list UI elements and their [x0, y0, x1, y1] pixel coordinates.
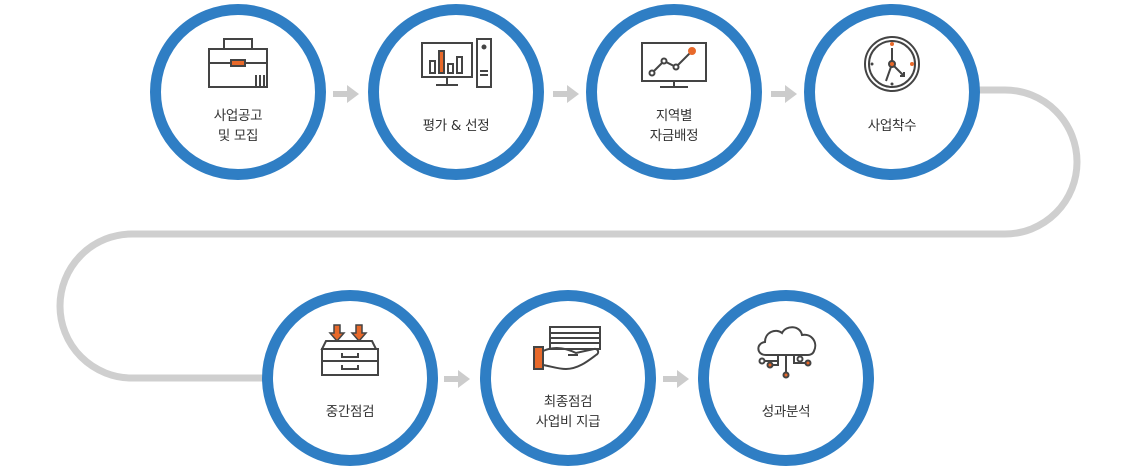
step-interim-check: 중간점검 [262, 290, 438, 466]
clock-icon [864, 36, 920, 92]
step-performance-analysis: 성과분석 [698, 290, 874, 466]
arrow-right-icon [333, 85, 359, 103]
arrow-right-icon [553, 85, 579, 103]
arrow-right-icon [771, 85, 797, 103]
step-project-start: 사업착수 [804, 4, 980, 180]
arrow-right-icon [663, 370, 689, 388]
hand-money-icon [533, 326, 601, 371]
step-label: 중간점검 [325, 404, 375, 420]
inbox-tray-icon [320, 324, 379, 376]
cloud-network-icon [757, 326, 817, 379]
step-label: 사업착수 [867, 118, 917, 134]
step-label: 성과분석 [761, 404, 811, 420]
step-label: 평가 & 선정 [422, 118, 490, 134]
computer-chart-icon [421, 38, 492, 88]
briefcase-icon [208, 38, 268, 88]
arrow-right-icon [444, 370, 470, 388]
step-evaluation: 평가 & 선정 [368, 4, 544, 180]
monitor-line-chart-icon [641, 42, 707, 88]
